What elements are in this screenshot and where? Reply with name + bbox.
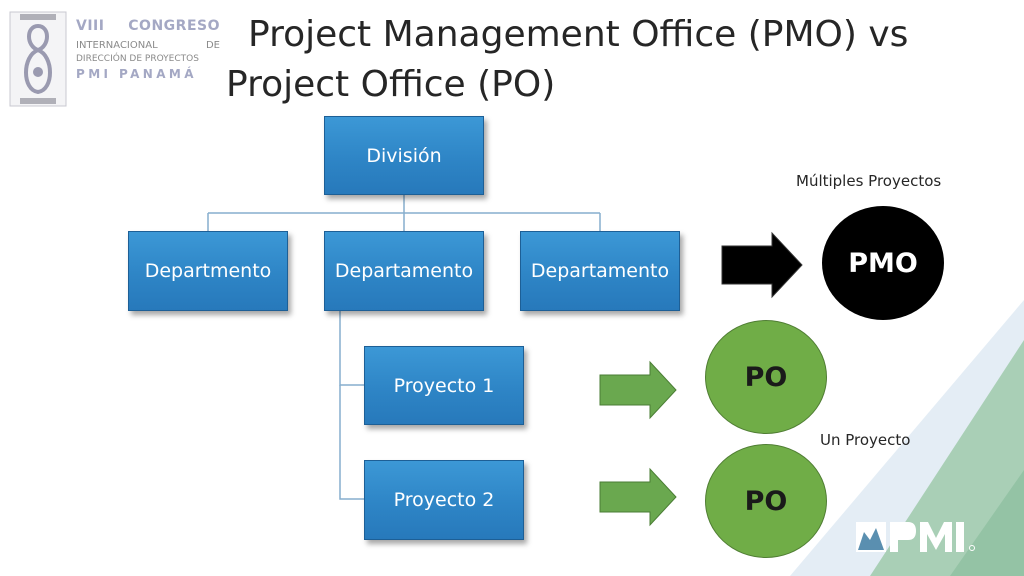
circle-po-2: PO [705,444,827,558]
logo-line4: PMI PANAMÁ [76,67,197,81]
pmi-logo-icon [856,522,975,552]
circle-po-2-label: PO [744,485,788,517]
box-division-label: División [366,144,442,167]
box-project-1-label: Proyecto 1 [393,374,495,397]
box-department-2: Departamento [324,231,484,311]
logo-line1-right: CONGRESO [128,18,220,34]
circle-po-1-label: PO [744,361,788,393]
congress-logo: VIII CONGRESO INTERNACIONAL DE DIRECCIÓN… [8,10,220,108]
box-department-1-label: Departmento [144,260,272,282]
congress-logo-text: VIII CONGRESO INTERNACIONAL DE DIRECCIÓN… [76,18,220,81]
box-project-2: Proyecto 2 [364,460,524,540]
box-department-1: Departmento [128,231,288,311]
slide-title: Project Management Office (PMO) vs Proje… [224,10,1004,110]
title-line-2: Project Office (PO) [226,64,556,105]
logo-line2-right: DE [205,40,220,51]
label-multiple-projects: Múltiples Proyectos [796,172,942,190]
circle-pmo: PMO [822,206,944,320]
box-project-2-label: Proyecto 2 [393,489,495,511]
box-project-1: Proyecto 1 [364,346,524,425]
congress-emblem-icon [9,11,67,107]
green-arrow-icon-2 [599,467,677,527]
box-department-3-label: Departamento [530,260,670,282]
logo-line3: DIRECCIÓN DE PROYECTOS [76,54,199,64]
green-arrow-icon-1 [599,360,677,420]
circle-po-1: PO [705,320,827,434]
logo-line2-left: INTERNACIONAL [76,40,158,51]
label-single-project: Un Proyecto [820,431,911,449]
logo-line1-left: VIII [76,18,105,34]
black-arrow-icon [721,231,803,299]
box-division: División [324,116,484,195]
box-department-3: Departamento [520,231,680,311]
title-line-1: Project Management Office (PMO) vs [248,14,909,55]
circle-pmo-label: PMO [848,247,918,279]
box-department-2-label: Departamento [334,260,474,282]
